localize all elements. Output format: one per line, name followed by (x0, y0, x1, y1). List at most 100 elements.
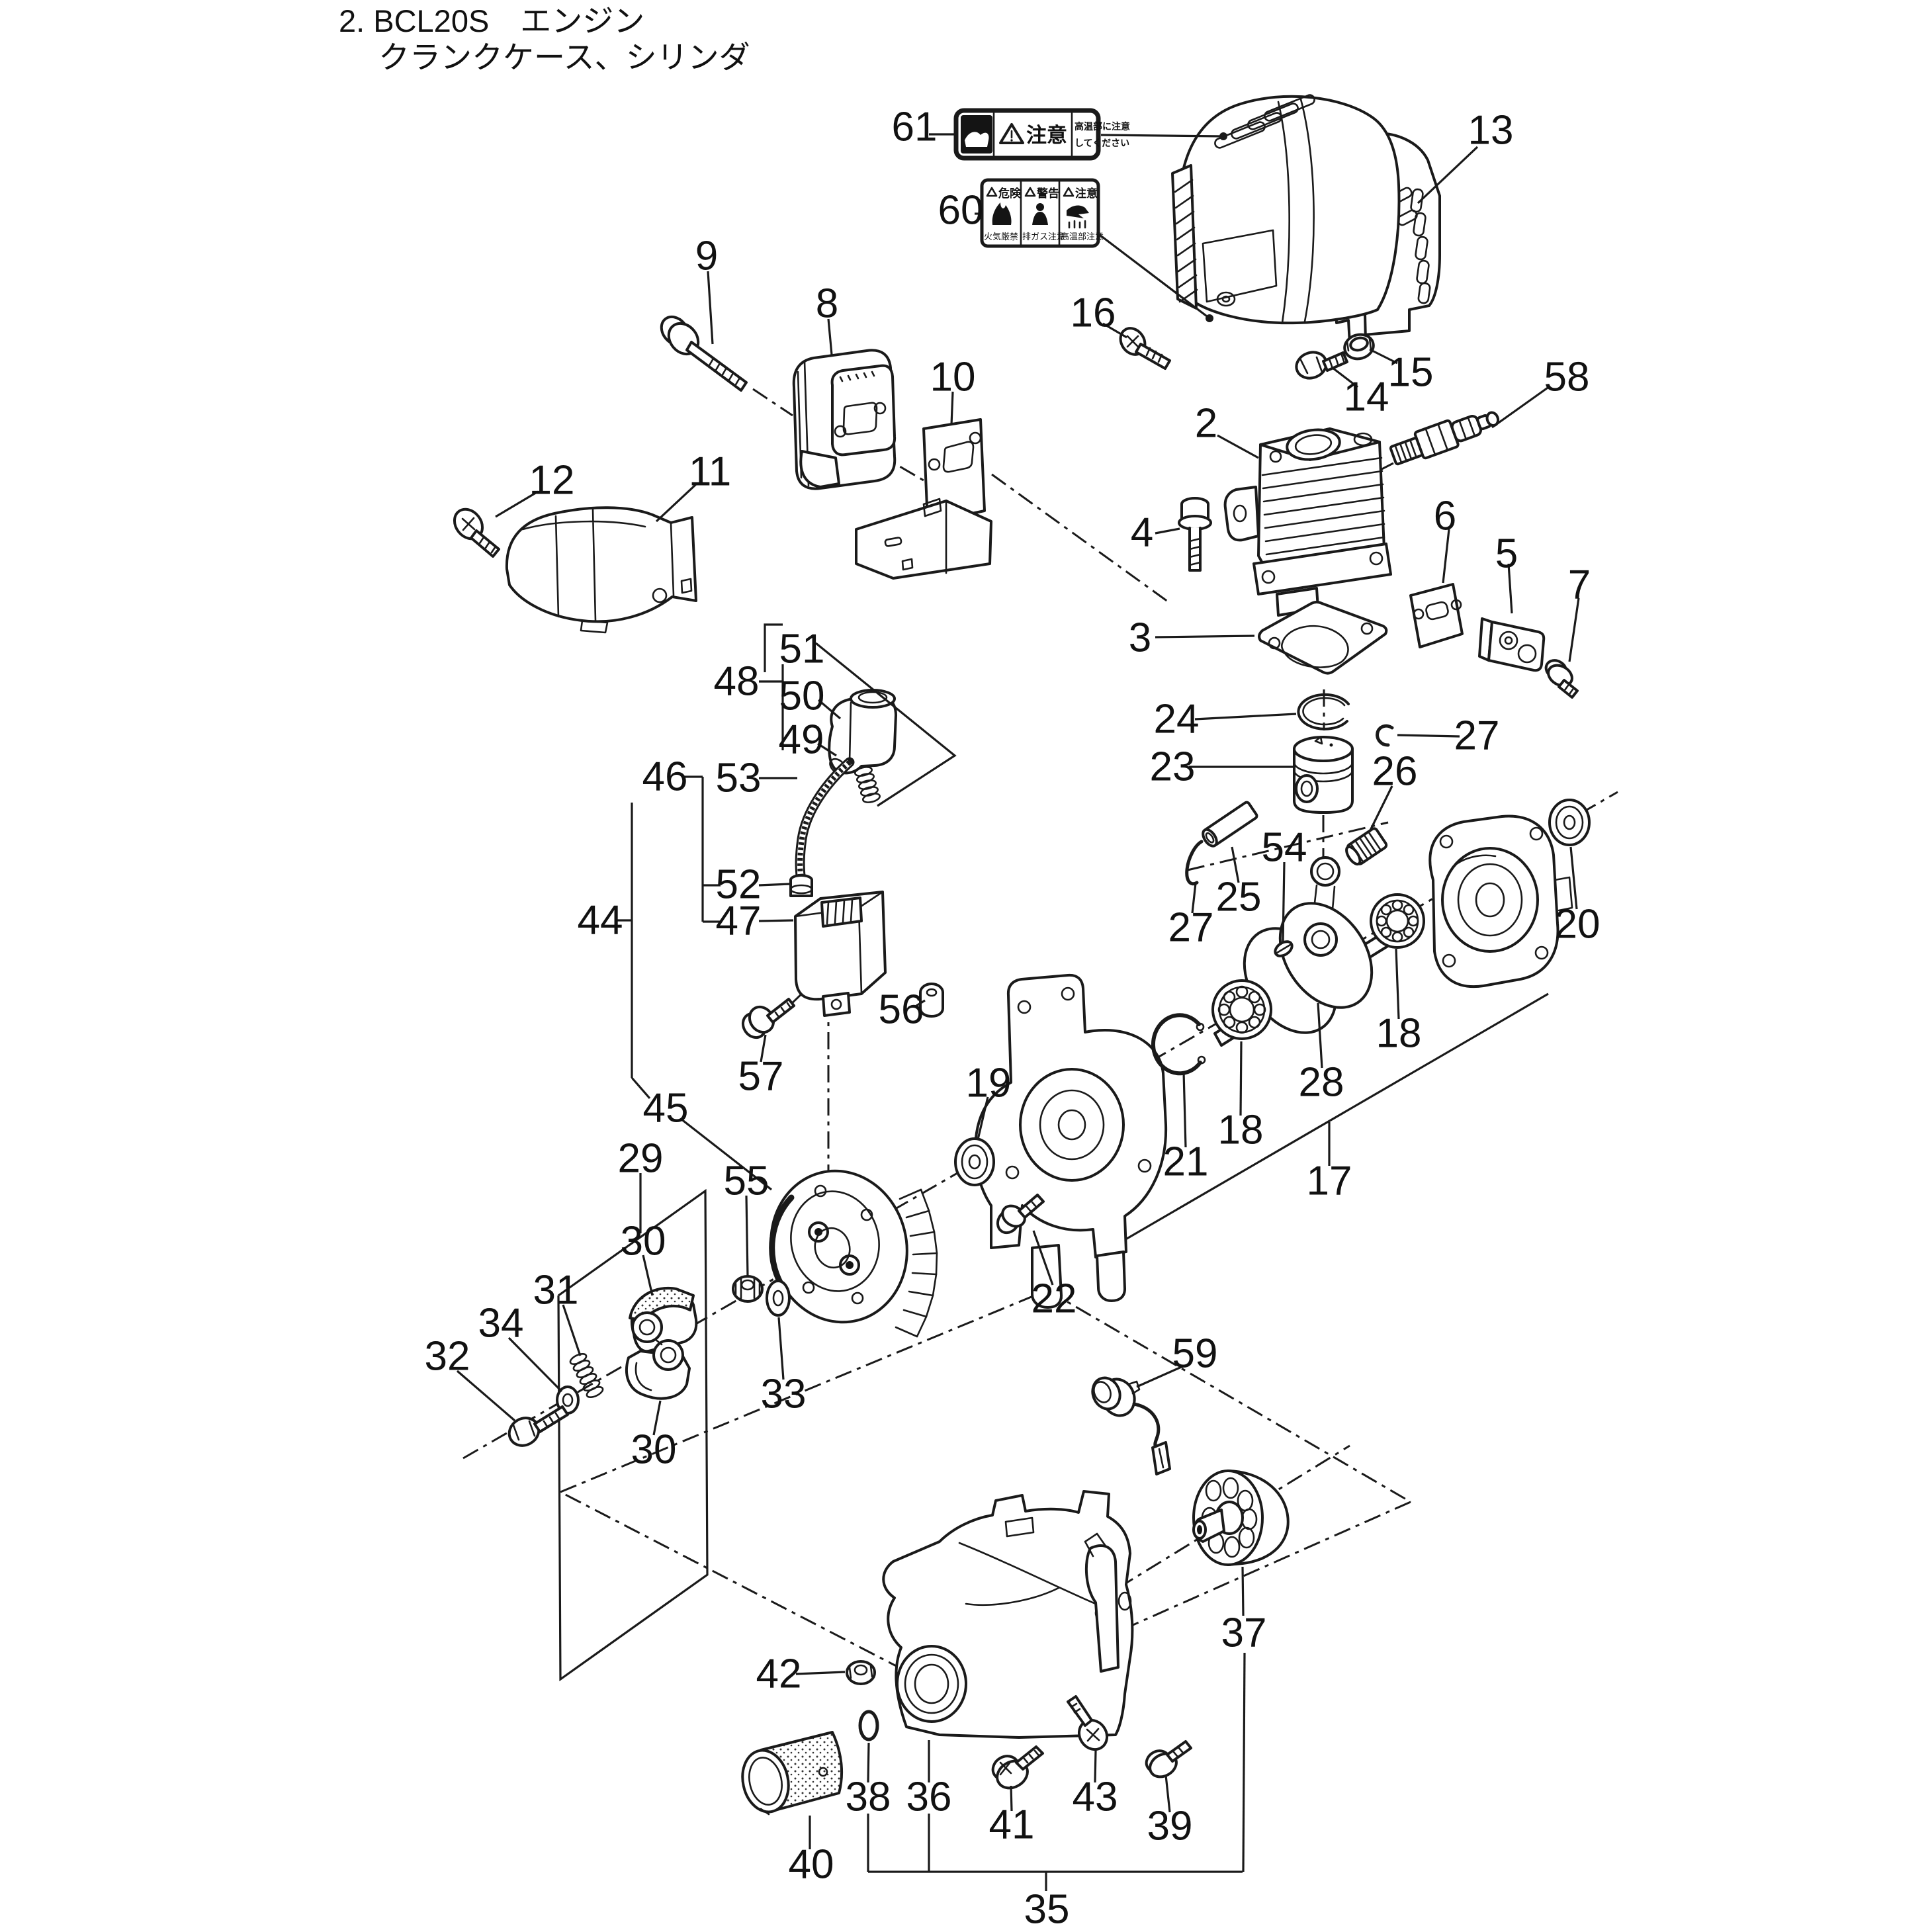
leader-line (1332, 367, 1358, 388)
part-number-label: 49 (779, 717, 824, 763)
leader-line (1155, 635, 1255, 638)
part-number-label: 9 (695, 234, 718, 279)
warning-60-header-danger: 危険 (998, 187, 1022, 200)
part-number-label: 22 (1032, 1276, 1077, 1322)
muffler-shield-drawing (855, 498, 992, 580)
leader-line (916, 999, 926, 1007)
flywheel-fins (895, 1188, 938, 1338)
woodruff-key-drawing (1274, 940, 1294, 957)
part-number-label: 59 (1172, 1331, 1218, 1377)
bolt-9-drawing (660, 315, 748, 392)
part-number-label: 11 (689, 449, 731, 495)
part-number-label: 60 (938, 188, 984, 234)
warning-60-panel-caution: 注意 高温部注意 (1061, 187, 1104, 242)
part-number-label: 18 (1218, 1108, 1264, 1153)
needle-bearing-drawing (1345, 827, 1388, 866)
screw-39-drawing (1145, 1740, 1192, 1778)
warning-label-61: 注意 高温部に注意 してください (953, 108, 1130, 161)
circlip-27-left-drawing (1185, 840, 1204, 886)
o-ring-38-drawing (858, 1710, 879, 1741)
leader-line (1569, 846, 1578, 910)
part-number-label: 50 (779, 674, 825, 719)
leader-line (758, 883, 791, 887)
part-number-label: 33 (761, 1372, 807, 1417)
part-number-label: 27 (1168, 905, 1214, 951)
part-number-label: 55 (724, 1159, 769, 1204)
title-line-1: 2. BCL20S エンジン (339, 3, 644, 38)
insulator-drawing (1478, 617, 1546, 672)
leader-end-dot (1219, 132, 1227, 140)
construction-line (991, 473, 1171, 605)
leader-line (817, 699, 842, 720)
leader-line (950, 391, 954, 425)
part-number-label: 37 (1221, 1610, 1267, 1656)
leader-line (1155, 527, 1180, 535)
leader-line (1417, 146, 1479, 204)
part-number-label: 15 (1388, 350, 1434, 396)
clutch-drum-drawing (1192, 1470, 1290, 1566)
construction-line (752, 388, 793, 417)
part-number-label: 57 (738, 1054, 784, 1100)
leader-line (777, 1317, 785, 1380)
screw-12-drawing (453, 507, 500, 558)
muffler-cover-drawing (505, 506, 697, 634)
part-number-label: 43 (1073, 1775, 1118, 1820)
part-number-label: 12 (529, 458, 575, 504)
clutch-spring-drawing (569, 1352, 604, 1399)
leader-line (495, 490, 539, 518)
screw-7-drawing (1544, 659, 1579, 699)
part-number-label: 53 (716, 756, 762, 801)
part-number-label: 56 (879, 987, 924, 1033)
spacer-56-drawing (919, 983, 944, 1018)
ignition-coil-drawing (794, 891, 887, 1017)
part-number-label: 39 (1147, 1804, 1193, 1849)
screw-43-drawing (1067, 1695, 1109, 1751)
part-number-label: 31 (533, 1268, 579, 1313)
part-number-label: 18 (1376, 1011, 1422, 1057)
gasket-10-drawing (922, 418, 986, 524)
leader-line (1369, 348, 1398, 365)
person-icon (1036, 203, 1044, 211)
warning-triangle-icon (1063, 187, 1075, 197)
leader-line (507, 1337, 563, 1393)
leader-line (655, 483, 697, 523)
leader-line (1317, 1002, 1323, 1069)
warning-60-panel-warning: 警告 排ガス注意 (1022, 187, 1065, 242)
part-number-label: 47 (716, 899, 762, 944)
leader-line (642, 1254, 654, 1296)
leader-line (1094, 1750, 1097, 1783)
gasket-3-drawing (1258, 601, 1388, 675)
leader-line (1136, 1364, 1185, 1388)
part-number-label: 21 (1163, 1139, 1209, 1185)
leader-line (1102, 322, 1127, 339)
leader-line (680, 1118, 772, 1191)
part-number-label: 58 (1544, 355, 1590, 400)
part-number-label: 23 (1150, 744, 1196, 790)
bolt-41-drawing (991, 1745, 1044, 1790)
part-number-label: 36 (906, 1775, 952, 1820)
leader-line (557, 1188, 709, 1682)
part-number-label: 41 (989, 1802, 1035, 1848)
nut-15-drawing (1343, 333, 1375, 361)
part-number-label: 8 (816, 281, 838, 327)
part-number-label: 61 (892, 105, 938, 150)
part-number-label: 7 (1568, 562, 1591, 608)
screw-22-drawing (996, 1194, 1045, 1235)
leader-line (1231, 846, 1240, 883)
part-number-label: 46 (642, 754, 688, 800)
part-number-label: 38 (846, 1775, 891, 1820)
leader-line (1442, 529, 1450, 584)
part-number-label: 48 (714, 659, 760, 705)
gasket-6-drawing (1409, 583, 1464, 648)
piston-pin-drawing (1202, 801, 1258, 848)
leader-line (562, 1304, 582, 1356)
grommet-drawing (789, 874, 813, 897)
part-number-label: 17 (1307, 1159, 1352, 1204)
bearing-18-left-drawing (1211, 979, 1272, 1040)
circlip-27-right-drawing (1376, 724, 1394, 747)
spark-plug-drawing (1389, 411, 1500, 466)
leader-line (1242, 1652, 1246, 1872)
leader-line (745, 1195, 749, 1277)
